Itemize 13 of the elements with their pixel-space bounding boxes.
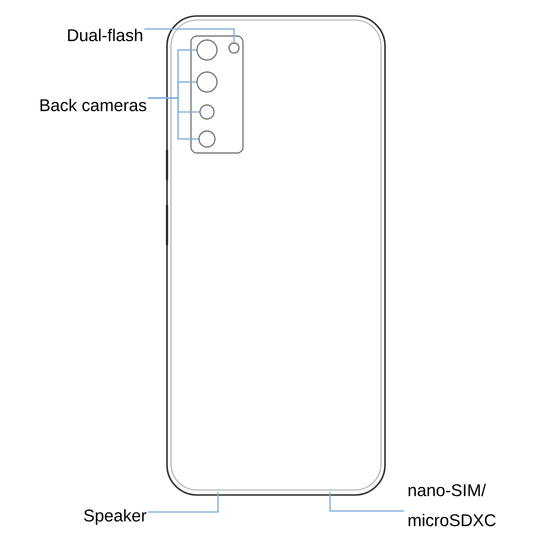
lens-circle xyxy=(199,104,215,120)
callout-label: Speaker xyxy=(84,509,146,525)
callout-label: nano-SIM/ microSDXC xyxy=(408,484,496,526)
leader-line xyxy=(144,28,235,42)
lens-circle xyxy=(196,39,218,61)
leader-line xyxy=(329,492,404,512)
callout-label: Back cameras xyxy=(40,98,146,112)
callout-label: Dual-flash xyxy=(68,28,142,42)
lens-circle xyxy=(196,71,218,93)
lens-circle xyxy=(228,42,240,54)
lens-circle xyxy=(198,130,216,148)
leader-line xyxy=(148,97,198,140)
leader-line xyxy=(148,492,219,513)
